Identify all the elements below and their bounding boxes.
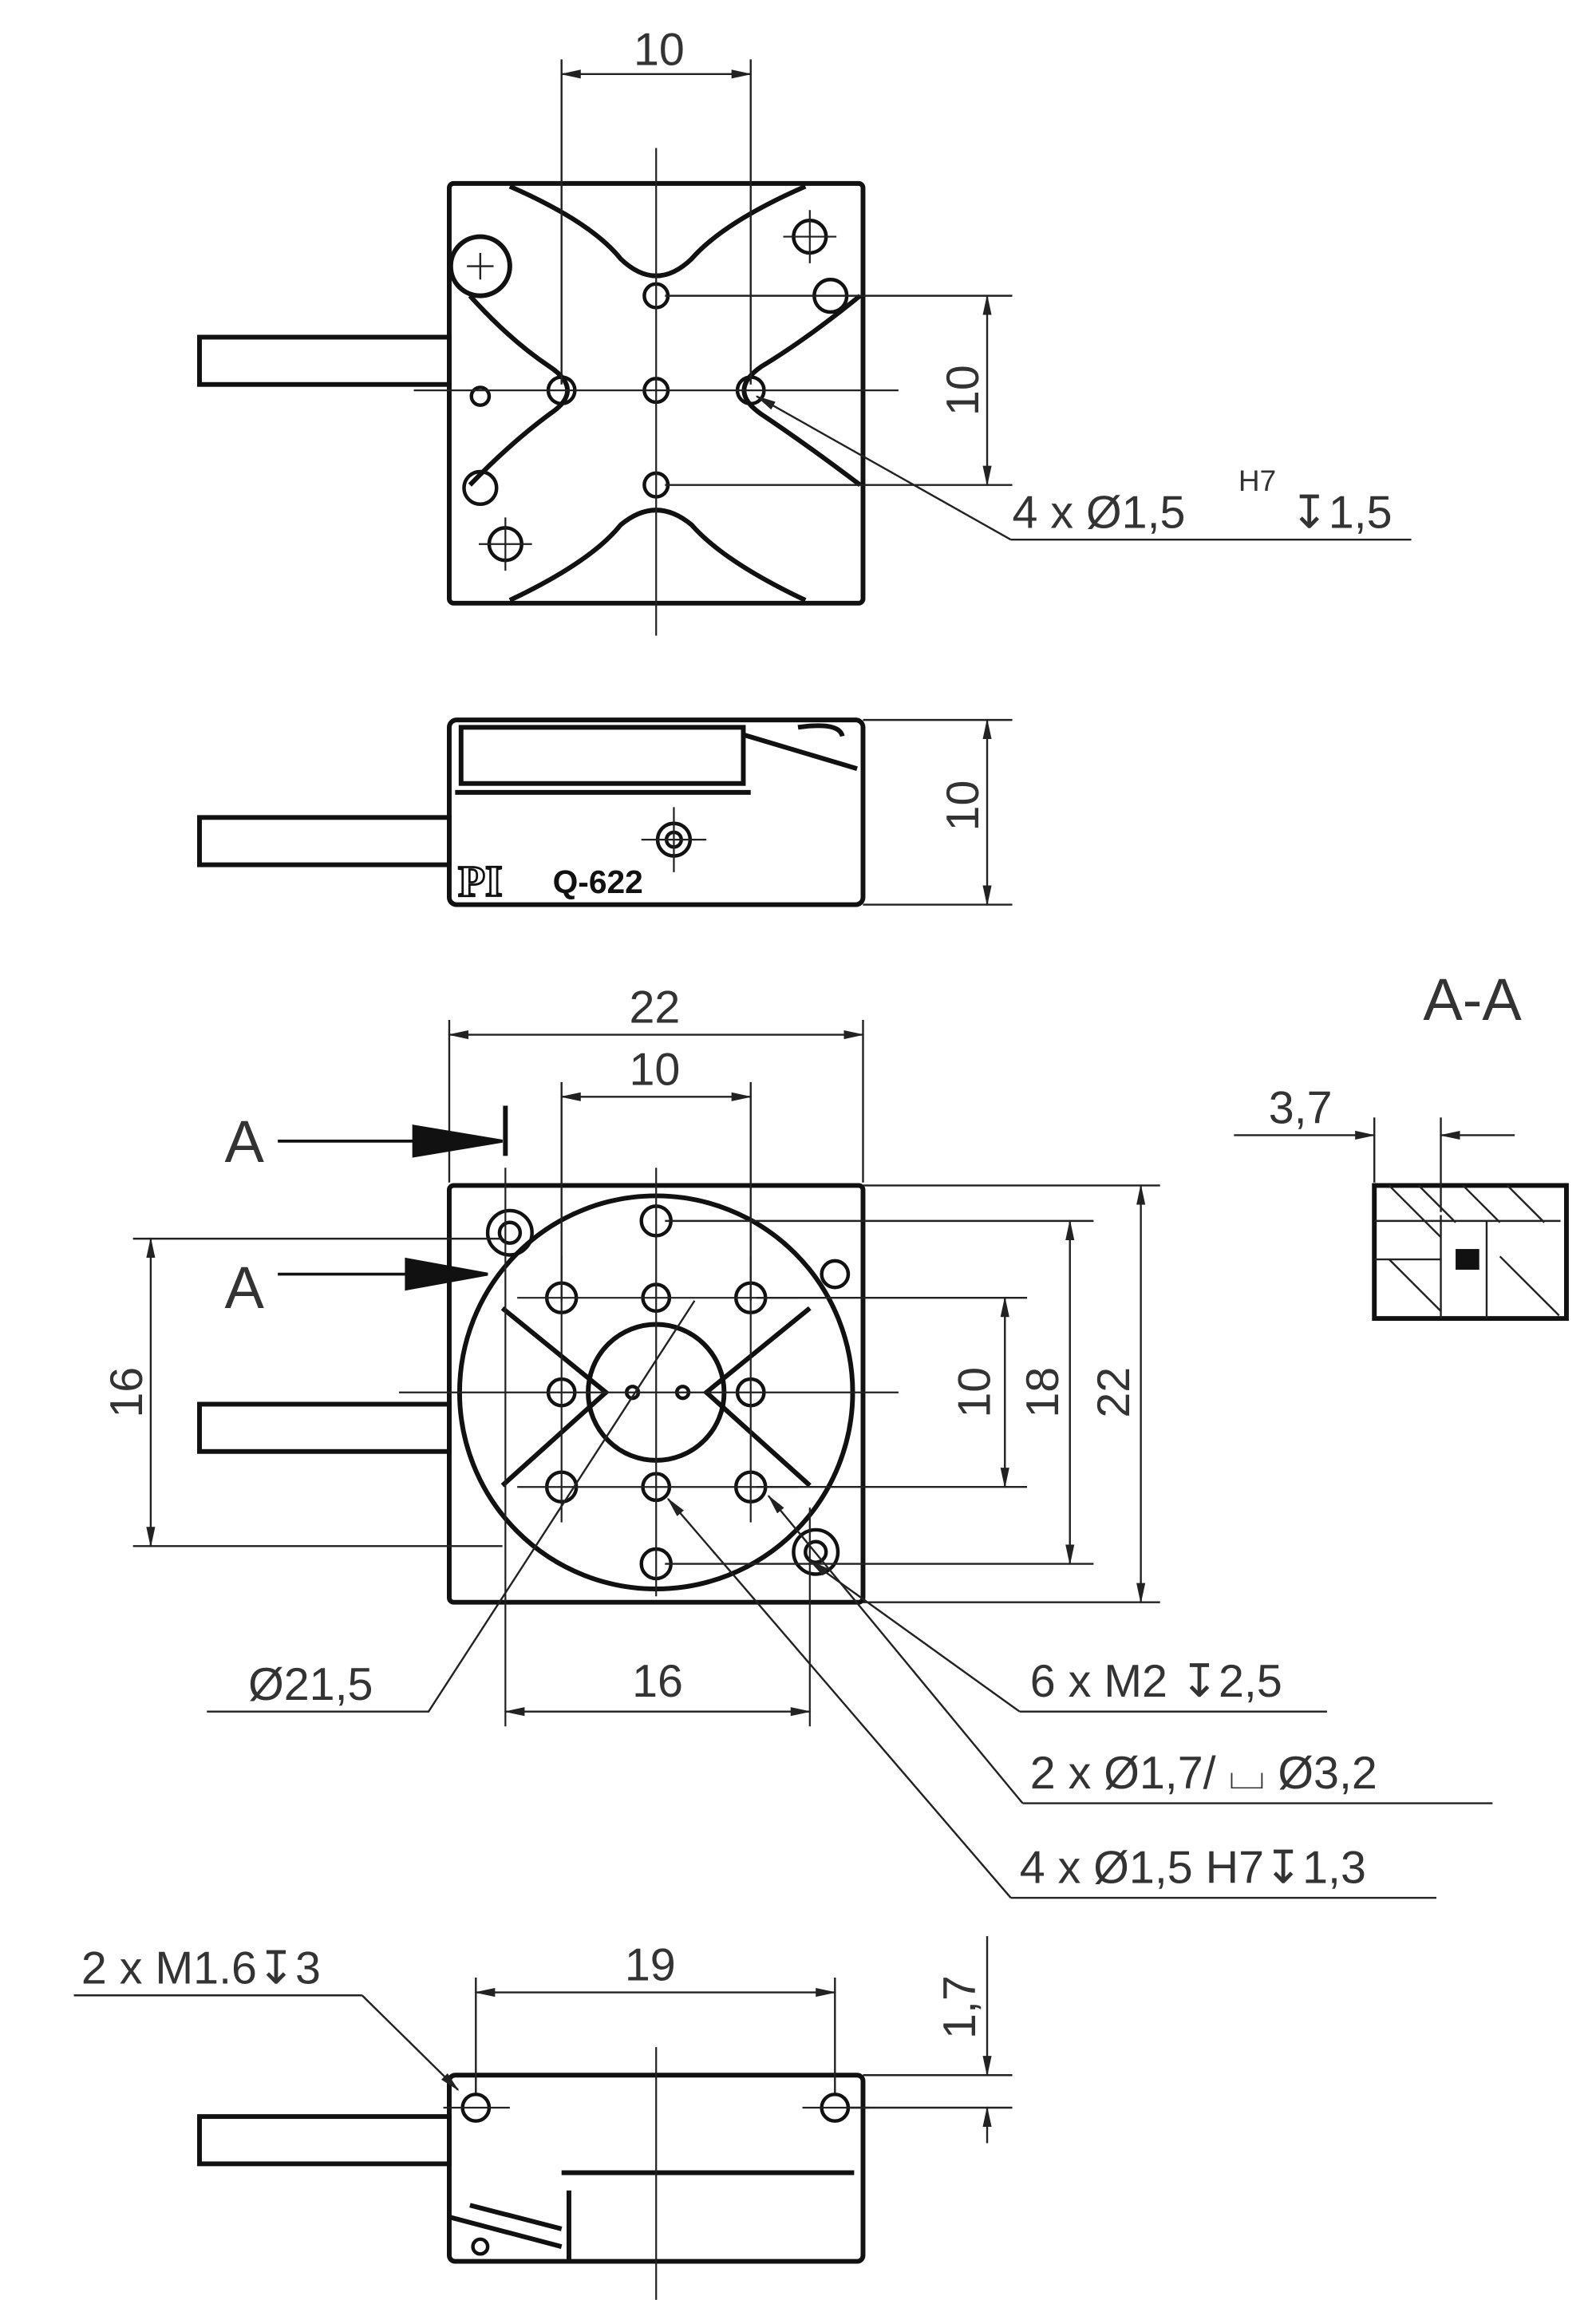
- dim-width-19: 19: [625, 1940, 676, 1991]
- section-marker-a-bottom: A: [224, 1255, 264, 1321]
- diameter-label: Ø21,5: [248, 1659, 373, 1710]
- dim-bottom-16: 16: [632, 1656, 683, 1707]
- stage-body: [447, 717, 866, 907]
- pi-logo: PI: [458, 856, 503, 906]
- cable: [197, 815, 452, 867]
- dim-side-height: 10: [938, 780, 989, 832]
- callout-pin-holes: 4 x Ø1,5 H7↧1,3: [1020, 1843, 1366, 1894]
- dim-top-height: 10: [938, 365, 989, 416]
- callout-counterbore: 2 x Ø1,7/ ⌴ Ø3,2: [1030, 1748, 1377, 1799]
- dim-right-10: 10: [950, 1367, 1001, 1418]
- cable: [197, 334, 452, 387]
- cable: [197, 2114, 452, 2167]
- section-a-a: A-A 3,7: [1234, 966, 1569, 1322]
- section-marker-a-top: A: [224, 1109, 264, 1175]
- callout-m1-6-threads: 2 x M1.6↧3: [81, 1942, 321, 1994]
- dim-width-10: 10: [629, 1045, 680, 1096]
- model-label: Q-622: [553, 863, 643, 900]
- dim-right-22: 22: [1088, 1367, 1140, 1418]
- front-view: 19 1,7 2 x M1.6↧3: [73, 1936, 1013, 2300]
- bottom-view: 22 10 A A 16 10 18 22 16 Ø21,5 6 x M2 ↧2…: [101, 982, 1493, 1899]
- dim-top-width: 10: [634, 25, 685, 76]
- callout-depth: ↧1,5: [1290, 487, 1393, 538]
- callout-m2-threads: 6 x M2 ↧2,5: [1030, 1656, 1282, 1707]
- dim-right-18: 18: [1017, 1367, 1069, 1418]
- dim-left-16: 16: [101, 1367, 152, 1418]
- dim-width-22: 22: [629, 982, 680, 1033]
- tolerance-h7: H7: [1238, 464, 1276, 497]
- top-view: 10 10 4 x Ø1,5 H7 ↧1,5: [197, 25, 1412, 636]
- side-view: PI Q-622 10: [197, 717, 1013, 907]
- section-title: A-A: [1423, 966, 1522, 1033]
- dim-1-7: 1,7: [934, 1975, 986, 2039]
- dim-3-7: 3,7: [1269, 1083, 1333, 1134]
- cable: [197, 1401, 452, 1454]
- screw-icon: [448, 234, 512, 298]
- callout-pin-holes: 4 x Ø1,5: [1013, 487, 1186, 538]
